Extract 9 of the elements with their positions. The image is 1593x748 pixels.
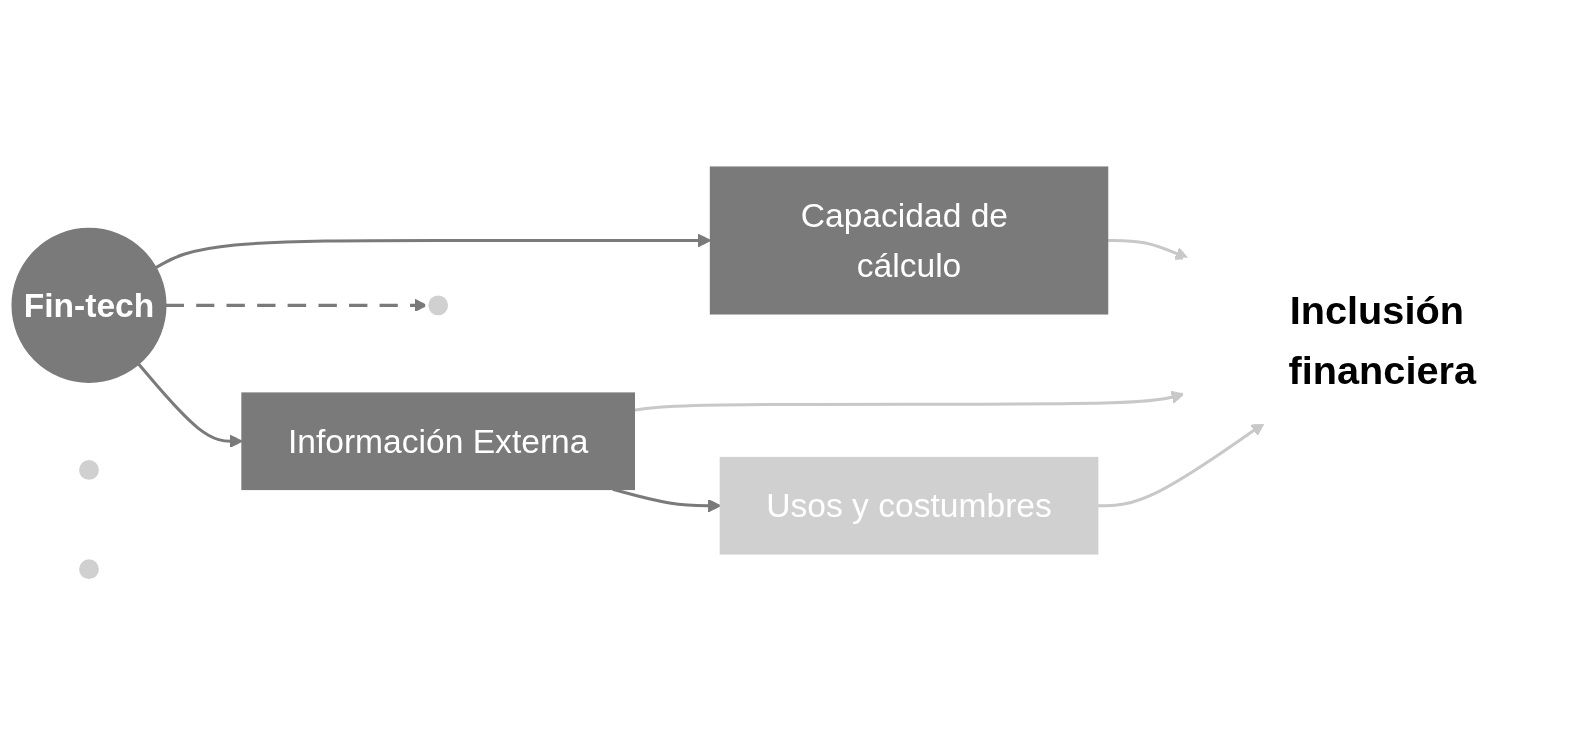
arrow	[1107, 239, 1189, 260]
node-text: Inclusión financiera	[1288, 287, 1477, 393]
node-circle: Fin-tech	[11, 227, 167, 383]
arrow	[1097, 422, 1265, 508]
arrow	[137, 363, 243, 449]
node-box: Capacidad de cálculo	[709, 166, 1109, 315]
arrow	[165, 298, 428, 313]
node-box: Información Externa	[241, 392, 635, 491]
node-circle	[76, 457, 102, 483]
